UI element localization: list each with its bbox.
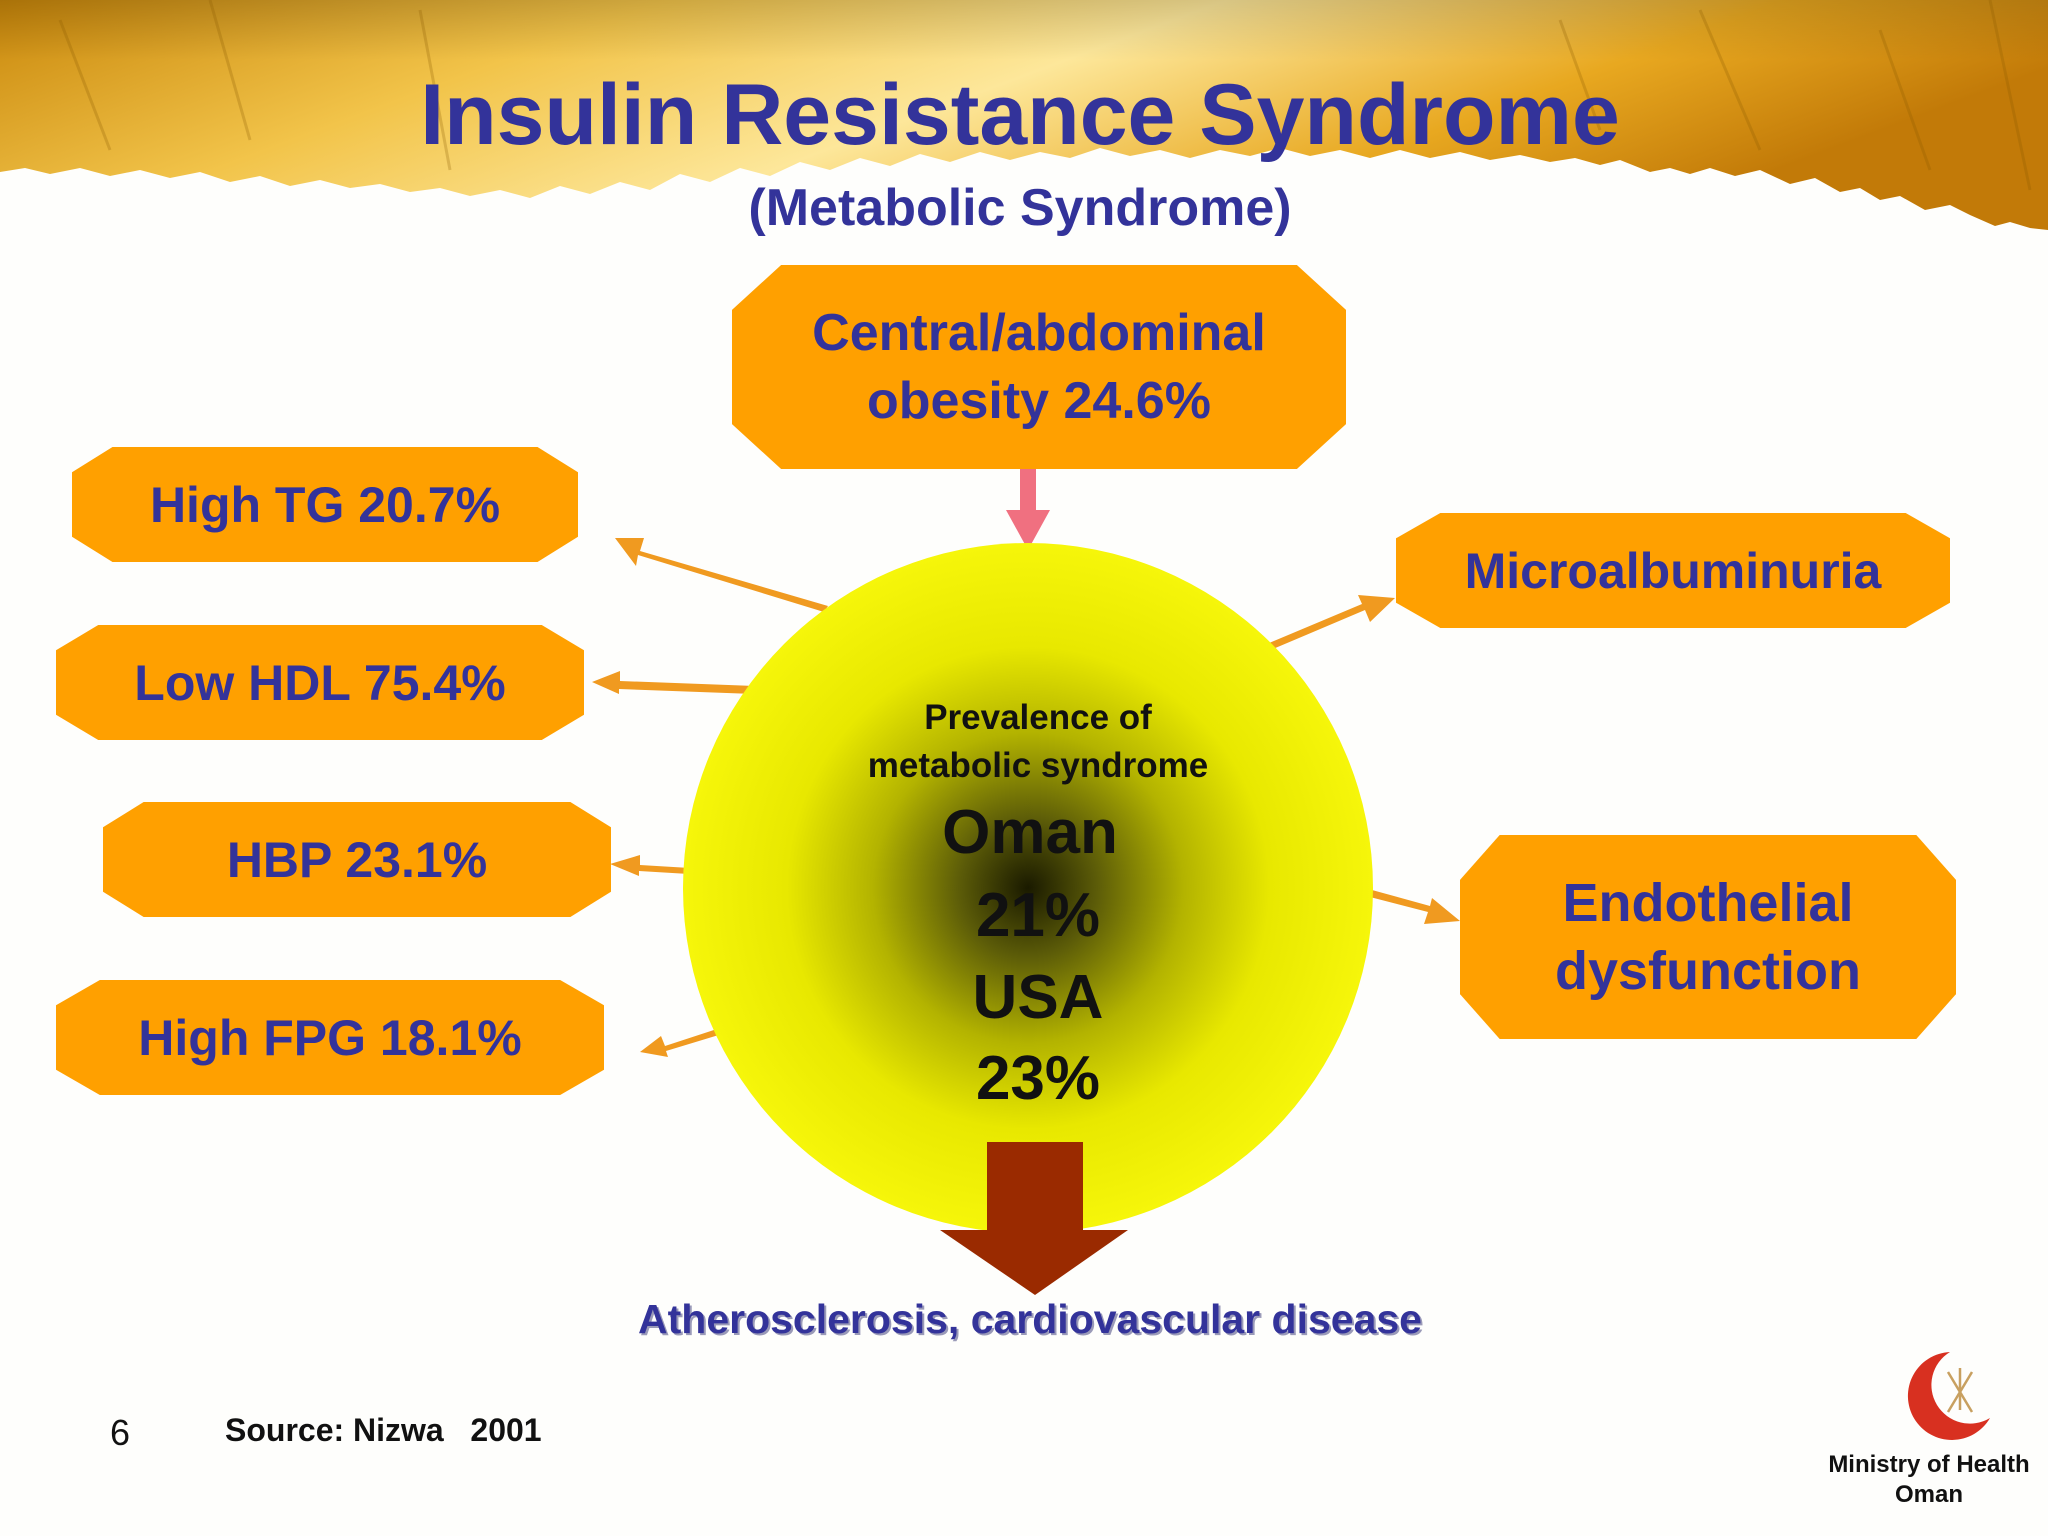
- usa-label: USA: [972, 963, 1104, 1032]
- circle-caption: Prevalence of metabolic syndrome: [808, 694, 1268, 790]
- node-endothelial-line1: Endothelial: [1562, 873, 1854, 933]
- oman-label: Oman: [942, 798, 1118, 867]
- outcome-arrow: [940, 1142, 1128, 1295]
- node-high-tg: High TG 20.7%: [72, 447, 578, 562]
- slide-title: Insulin Resistance Syndrome: [420, 67, 1620, 163]
- node-low-hdl: Low HDL 75.4%: [56, 625, 584, 740]
- circle-caption-line1: Prevalence of: [924, 698, 1152, 737]
- node-microalbuminuria: Microalbuminuria: [1396, 513, 1950, 628]
- node-endothelial: Endothelial dysfunction: [1460, 835, 1956, 1039]
- slide-subtitle: (Metabolic Syndrome): [748, 179, 1292, 237]
- node-high-fpg-label: High FPG 18.1%: [138, 1009, 522, 1066]
- node-high-fpg: High FPG 18.1%: [56, 980, 604, 1095]
- source-note: Source: Nizwa 2001: [225, 1412, 542, 1448]
- node-hbp: HBP 23.1%: [103, 802, 611, 917]
- circle-caption-line2: metabolic syndrome: [867, 746, 1209, 785]
- node-endothelial-line2: dysfunction: [1555, 941, 1861, 1001]
- ministry-label: Ministry of Health Oman: [1810, 1450, 2048, 1510]
- node-central-obesity-line2: obesity 24.6%: [867, 372, 1211, 430]
- outcome-label: Atherosclerosis, cardiovascular disease: [638, 1296, 1422, 1342]
- ministry-line1: Ministry of Health: [1828, 1451, 2030, 1478]
- obesity-arrow: [1006, 468, 1050, 550]
- prevalence-circle: [683, 543, 1373, 1233]
- node-central-obesity: Central/abdominal obesity 24.6%: [732, 265, 1346, 469]
- usa-value: 23%: [975, 1044, 1101, 1113]
- node-central-obesity-line1: Central/abdominal: [812, 304, 1266, 362]
- page-number: 6: [110, 1412, 131, 1453]
- node-high-tg-label: High TG 20.7%: [149, 476, 501, 533]
- node-microalbuminuria-label: Microalbuminuria: [1464, 542, 1882, 599]
- node-hbp-label: HBP 23.1%: [226, 831, 488, 888]
- oman-value: 21%: [975, 881, 1101, 950]
- connector-arrows: [592, 538, 1460, 1057]
- node-low-hdl-label: Low HDL 75.4%: [134, 654, 506, 711]
- ministry-line2: Oman: [1894, 1481, 1963, 1508]
- oman-emblem-crescent-icon: [1907, 1352, 1990, 1440]
